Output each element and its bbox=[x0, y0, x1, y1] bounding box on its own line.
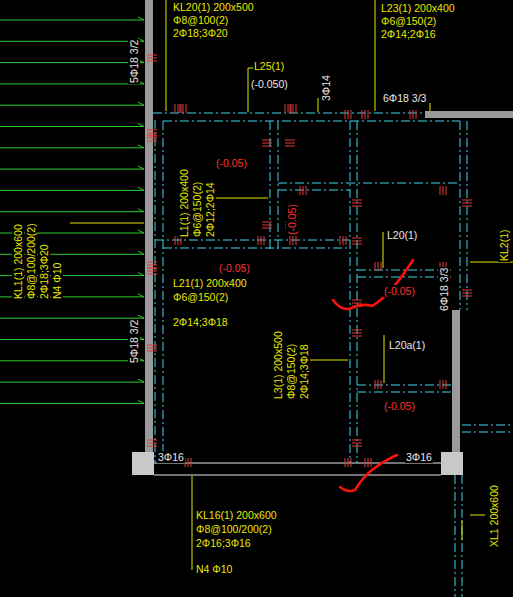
beam-annotation: Φ6@150(2) bbox=[380, 15, 437, 27]
beam-annotation: L1(1) 200x400 bbox=[178, 168, 190, 238]
beam-annotation: 5Φ18 3/2 bbox=[128, 39, 140, 84]
beam-annotation: L21(1) 200x400 bbox=[172, 277, 248, 289]
beam-annotation: 2Φ18;3Φ20 bbox=[172, 27, 229, 39]
elevation-label: (-0.05) bbox=[383, 400, 416, 412]
beam-annotation: 2Φ12;2Φ14 bbox=[204, 181, 216, 238]
beam-annotation: 2Φ16;3Φ16 bbox=[195, 537, 252, 549]
beam-annotation: XL1 200x600 bbox=[488, 484, 500, 548]
beam-annotation: KL16(1) 200x600 bbox=[195, 509, 278, 521]
beam-annotation: N4 Φ10 bbox=[195, 563, 233, 575]
beam-annotation: Φ8@100(2) bbox=[172, 14, 229, 26]
beam-annotation: L3(1) 200x500 bbox=[272, 330, 284, 400]
beam-annotation: 5Φ18 3/2 bbox=[128, 319, 140, 364]
beam-annotation: L25(1) bbox=[253, 60, 285, 72]
beam-annotation: L23(1) 200x400 bbox=[380, 2, 456, 14]
beam-annotation: KL1(1) 200x600 bbox=[12, 223, 24, 300]
beam-annotation: KL2(1) bbox=[498, 228, 510, 262]
beam-annotation: (-0.050) bbox=[250, 78, 289, 90]
elevation-label: (-0.05) bbox=[218, 262, 251, 274]
elevation-label: (-0.05) bbox=[215, 157, 248, 169]
beam-annotation: 6Φ18 3/3 bbox=[382, 92, 427, 104]
beam-annotation: Φ8@100/200(2) bbox=[195, 523, 273, 535]
elevation-label: (-0.05) bbox=[286, 203, 298, 236]
beam-annotation: 6Φ18 3/3 bbox=[438, 267, 450, 312]
beam-annotation: 3Φ16 bbox=[157, 451, 185, 463]
beam-annotation: N4 Φ10 bbox=[51, 262, 63, 300]
beam-annotation: Φ8@150(2) bbox=[285, 343, 297, 400]
beam-annotation: 2Φ18;3Φ20 bbox=[38, 243, 50, 300]
beam-annotation: Φ6@150(2) bbox=[172, 291, 229, 303]
beam-annotation: 3Φ16 bbox=[405, 451, 433, 463]
beam-annotation: 2Φ14;3Φ18 bbox=[298, 343, 310, 400]
beam-annotation: Φ8@100/200(2) bbox=[25, 222, 37, 300]
beam-annotation: 2Φ14;2Φ16 bbox=[380, 28, 437, 40]
beam-annotation: 2Φ14;3Φ18 bbox=[172, 316, 229, 328]
beam-annotation: Φ6@150(2) bbox=[191, 181, 203, 238]
beam-annotation: L20a(1) bbox=[388, 339, 426, 351]
beam-annotation: L20(1) bbox=[386, 229, 418, 241]
beam-annotation: KL20(1) 200x500 bbox=[172, 1, 255, 13]
elevation-label: (-0.05) bbox=[383, 285, 416, 297]
beam-annotation: 3Φ14 bbox=[320, 74, 332, 102]
